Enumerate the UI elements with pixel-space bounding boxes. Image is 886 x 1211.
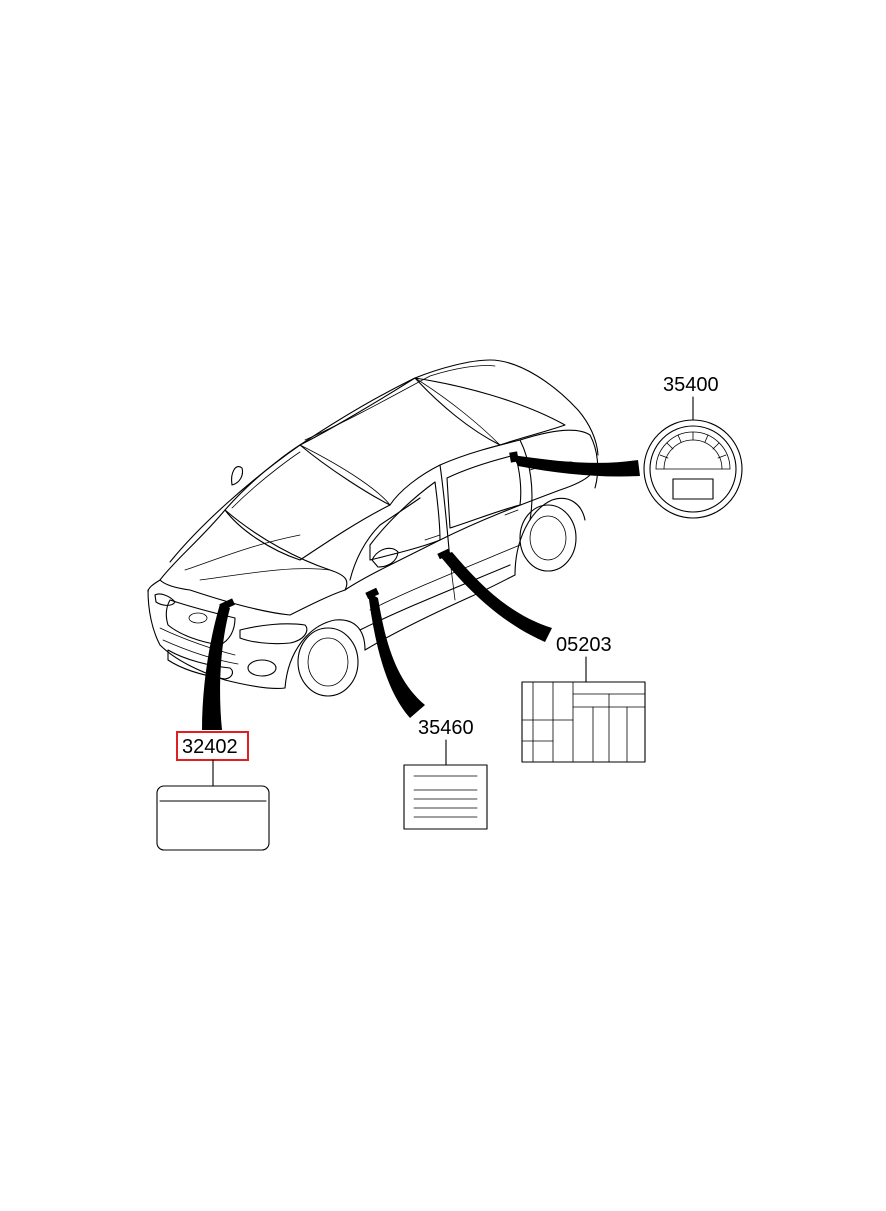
- table-label-icon: [521, 681, 646, 763]
- callout-35460[interactable]: 35460: [403, 717, 488, 830]
- part-number-label: 35400: [663, 374, 719, 396]
- callout-32402[interactable]: 32402: [156, 731, 270, 851]
- leader-lines: [202, 455, 640, 730]
- car-illustration: [147, 359, 599, 697]
- part-number-label: 05203: [556, 634, 612, 656]
- part-number-label: 35460: [418, 717, 474, 739]
- round-emission-label-icon: [643, 419, 743, 519]
- label-marks: [219, 451, 519, 611]
- part-number-label: 32402: [182, 736, 238, 758]
- callout-35400[interactable]: 35400: [643, 374, 743, 519]
- plate-label-icon: [156, 785, 270, 851]
- lined-label-icon: [403, 764, 488, 830]
- callout-05203[interactable]: 05203: [521, 634, 646, 763]
